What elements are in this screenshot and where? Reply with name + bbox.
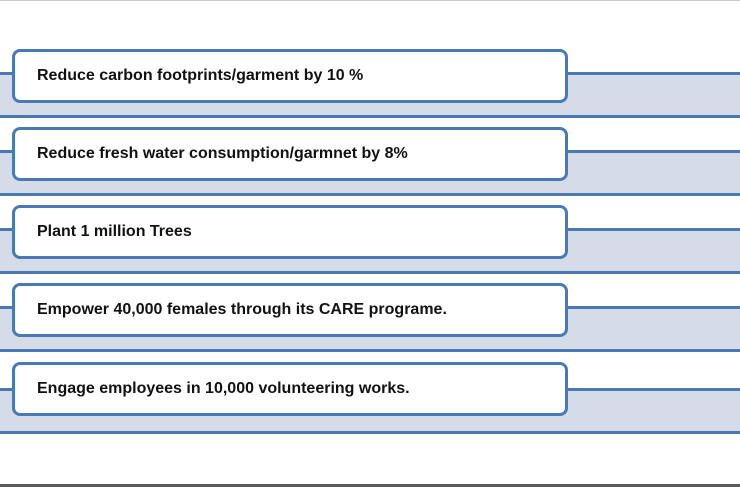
goal-text: Empower 40,000 females through its CARE …: [37, 301, 447, 318]
goal-box-5: Engage employees in 10,000 volunteering …: [12, 362, 568, 416]
goal-box-1: Reduce carbon footprints/garment by 10 %: [12, 49, 568, 103]
frame-bottom-border: [0, 484, 740, 487]
goal-text: Reduce fresh water consumption/garmnet b…: [37, 145, 408, 162]
goal-text: Engage employees in 10,000 volunteering …: [37, 380, 410, 397]
goal-box-2: Reduce fresh water consumption/garmnet b…: [12, 127, 568, 181]
goal-box-3: Plant 1 million Trees: [12, 205, 568, 259]
goal-text: Reduce carbon footprints/garment by 10 %: [37, 67, 364, 84]
goal-text: Plant 1 million Trees: [37, 223, 192, 240]
goal-box-4: Empower 40,000 females through its CARE …: [12, 283, 568, 337]
frame-top-border: [0, 0, 740, 1]
